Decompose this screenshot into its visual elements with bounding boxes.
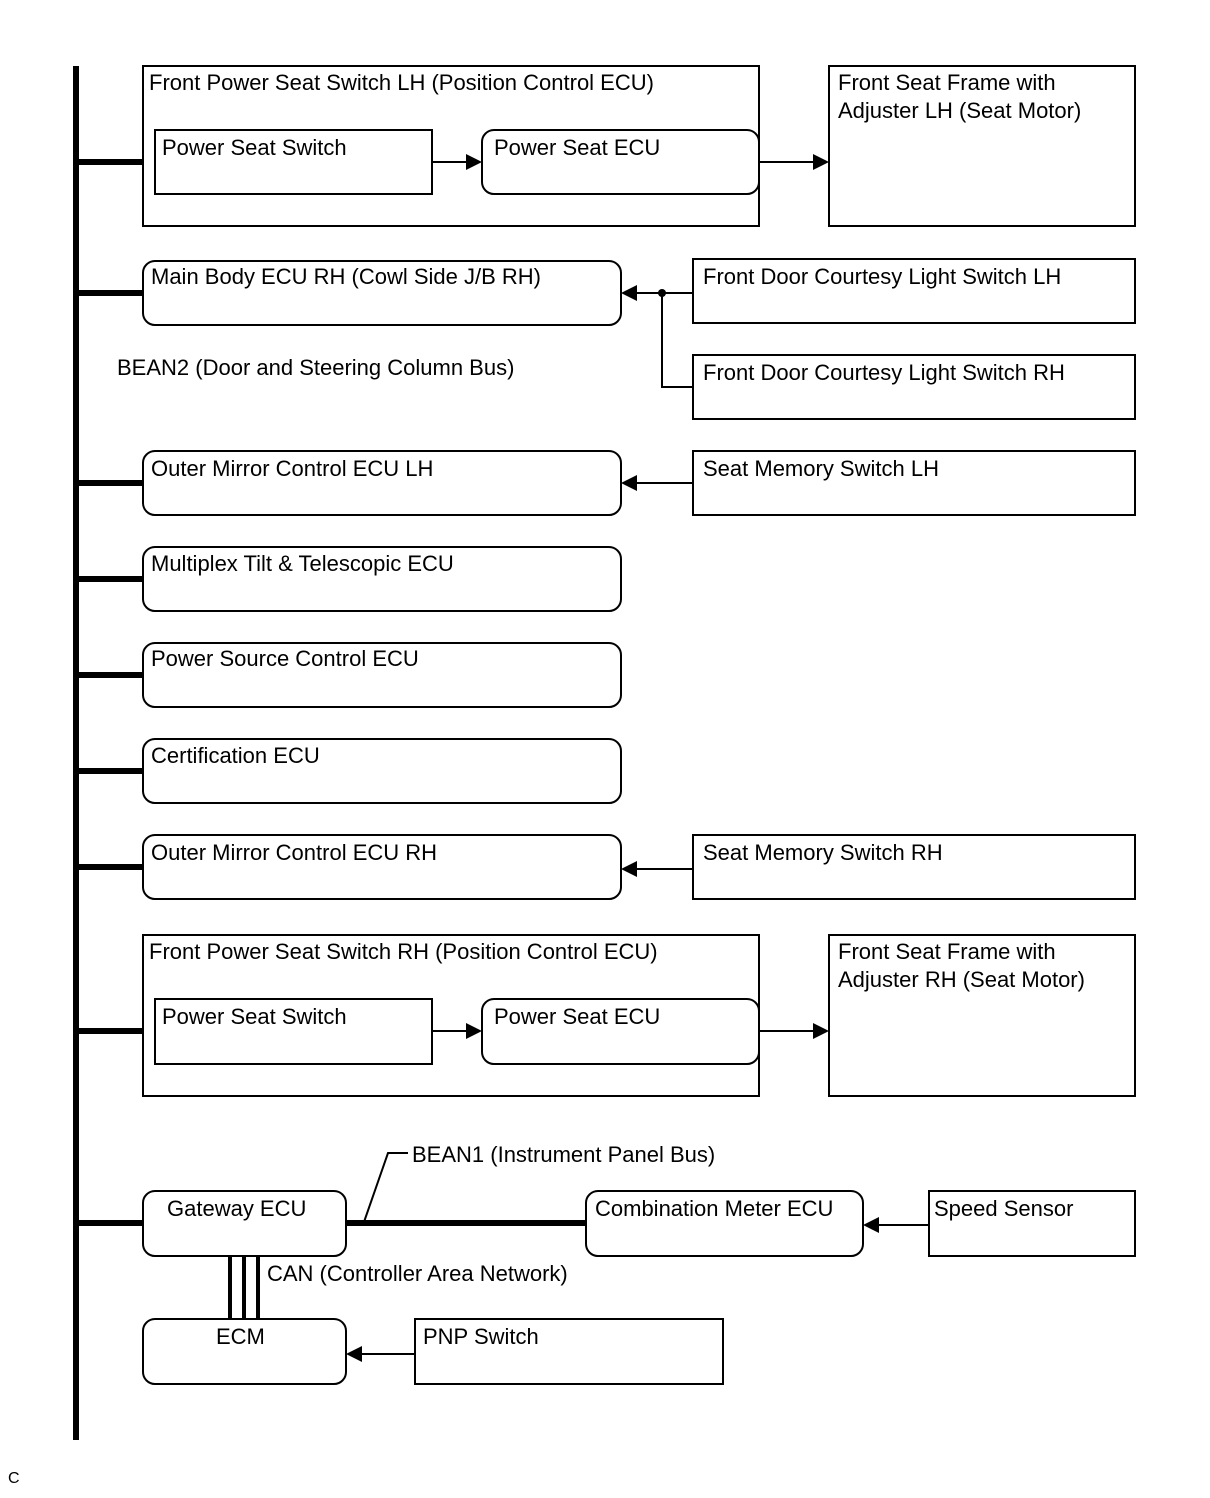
- seat-frame-lh-label: Front Seat Frame with Adjuster LH (Seat …: [838, 70, 1082, 123]
- fps-lh-ecu-label: Power Seat ECU: [494, 135, 661, 160]
- door-light-lh-label: Front Door Courtesy Light Switch LH: [703, 264, 1062, 289]
- bean1-label: BEAN1 (Instrument Panel Bus): [412, 1142, 716, 1167]
- door-light-lh-box: [692, 258, 1136, 324]
- combo-meter-ecu-label: Combination Meter ECU: [595, 1196, 834, 1221]
- door-light-rh-label: Front Door Courtesy Light Switch RH: [703, 360, 1065, 385]
- arrow-switch-ecu-lh: [466, 154, 482, 170]
- arrow-switch-ecu-rh: [466, 1023, 482, 1039]
- mirror-rh-label: Outer Mirror Control ECU RH: [151, 840, 438, 865]
- arrow-combo-meter: [863, 1217, 879, 1233]
- cert-ecu-label: Certification ECU: [151, 743, 320, 768]
- seat-frame-rh-label: Front Seat Frame with Adjuster RH (Seat …: [838, 939, 1085, 992]
- corner-letter: C: [8, 1470, 20, 1487]
- fps-rh-switch-label: Power Seat Switch: [162, 1004, 347, 1029]
- seat-frame-rh-box: [828, 934, 1136, 1097]
- gateway-ecu-label: Gateway ECU: [167, 1196, 307, 1221]
- can-label: CAN (Controller Area Network): [267, 1261, 568, 1286]
- arrow-ecu-frame-rh: [813, 1023, 829, 1039]
- wire-door-rh: [661, 293, 693, 388]
- power-source-ecu-label: Power Source Control ECU: [151, 646, 419, 671]
- seat-mem-rh-box: [692, 834, 1136, 900]
- tilt-ecu-box: [142, 546, 622, 612]
- fps-lh-label: Front Power Seat Switch LH (Position Con…: [149, 70, 654, 95]
- arrow-mirror-rh: [621, 861, 637, 877]
- mirror-rh-box: [142, 834, 622, 900]
- bean2-label: BEAN2 (Door and Steering Column Bus): [117, 355, 515, 380]
- seat-mem-lh-label: Seat Memory Switch LH: [703, 456, 939, 481]
- ecm-box: [142, 1318, 347, 1385]
- cert-ecu-box: [142, 738, 622, 804]
- tilt-ecu-label: Multiplex Tilt & Telescopic ECU: [151, 551, 454, 576]
- fps-rh-ecu-label: Power Seat ECU: [494, 1004, 661, 1029]
- fps-rh-label: Front Power Seat Switch RH (Position Con…: [149, 939, 658, 964]
- seat-mem-lh-box: [692, 450, 1136, 516]
- arrow-main-body: [621, 285, 637, 301]
- seat-frame-lh-box: [828, 65, 1136, 227]
- mirror-lh-label: Outer Mirror Control ECU LH: [151, 456, 434, 481]
- combo-meter-ecu-box: [585, 1190, 864, 1257]
- speed-sensor-box: [928, 1190, 1136, 1257]
- arrow-mirror-lh: [621, 475, 637, 491]
- fps-lh-switch-label: Power Seat Switch: [162, 135, 347, 160]
- speed-sensor-label: Speed Sensor: [934, 1196, 1074, 1221]
- power-source-ecu-box: [142, 642, 622, 708]
- junction-dot: [658, 289, 666, 297]
- bean1-leader-line: [363, 1152, 408, 1223]
- pnp-switch-box: [414, 1318, 724, 1385]
- arrow-ecm: [346, 1346, 362, 1362]
- fps-lh-switch-box: [154, 129, 433, 195]
- arrow-ecu-frame-lh: [813, 154, 829, 170]
- seat-mem-rh-label: Seat Memory Switch RH: [703, 840, 943, 865]
- main-body-ecu-label: Main Body ECU RH (Cowl Side J/B RH): [151, 264, 541, 289]
- fps-rh-switch-box: [154, 998, 433, 1065]
- ecm-label: ECM: [216, 1324, 265, 1349]
- pnp-switch-label: PNP Switch: [423, 1324, 539, 1349]
- door-light-rh-box: [692, 354, 1136, 420]
